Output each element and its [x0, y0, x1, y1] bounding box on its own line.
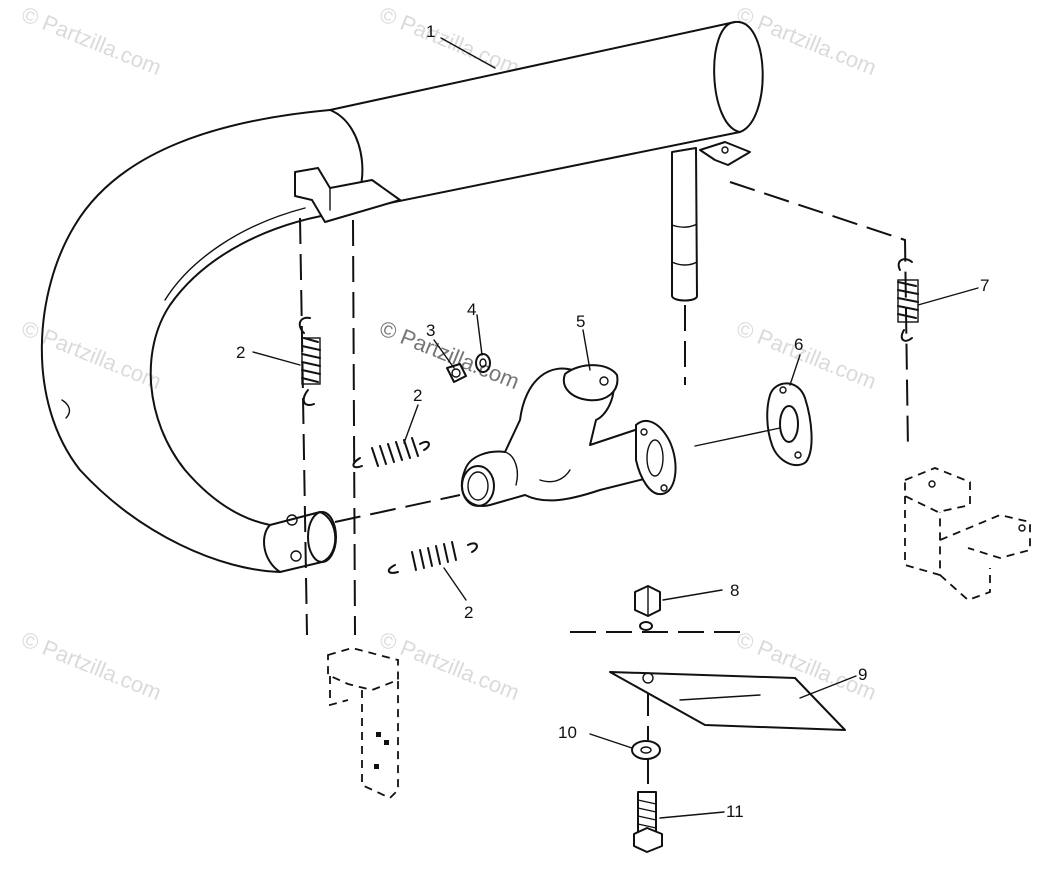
callouts: 1 2 2 2 3 4 5 6 7 8 9 10 11 — [236, 22, 989, 821]
gasket-part-6 — [766, 382, 813, 467]
callout-2-left: 2 — [236, 343, 245, 362]
frame-bracket-right — [904, 467, 1031, 602]
bolt-part-11 — [633, 791, 663, 853]
leader-lines — [252, 37, 979, 819]
callout-2-lower: 2 — [464, 603, 473, 622]
frame-bracket-left — [327, 647, 399, 800]
callout-8: 8 — [730, 581, 739, 600]
watermark-7: © Partzilla.com — [18, 626, 165, 705]
callout-4: 4 — [467, 300, 476, 319]
bolt-part-3 — [446, 363, 467, 383]
watermark-6: © Partzilla.com — [733, 315, 880, 394]
spring-2-lower — [387, 541, 478, 574]
nut-part-8 — [634, 585, 661, 631]
spring-7 — [897, 258, 919, 342]
callout-9: 9 — [858, 665, 867, 684]
watermark-1: © Partzilla.com — [18, 1, 165, 80]
manifold-part-5 — [460, 364, 677, 507]
spring-2-middle — [352, 437, 430, 469]
callout-1: 1 — [426, 22, 435, 41]
callout-6: 6 — [794, 335, 803, 354]
callout-2-middle: 2 — [413, 386, 422, 405]
muffler-part-1 — [40, 20, 764, 573]
plate-part-9 — [609, 671, 846, 731]
callout-7: 7 — [980, 276, 989, 295]
callout-5: 5 — [576, 312, 585, 331]
callout-11: 11 — [726, 802, 744, 821]
callout-3: 3 — [426, 321, 435, 340]
watermark-4: © Partzilla.com — [18, 315, 165, 394]
spring-2-left — [298, 316, 321, 406]
watermark-5: © Partzilla.com — [376, 315, 523, 394]
watermark-2: © Partzilla.com — [376, 1, 523, 80]
callout-10: 10 — [558, 723, 577, 742]
alignment-lines — [299, 181, 909, 792]
washer-part-4 — [475, 353, 491, 373]
washer-part-10 — [631, 740, 661, 760]
watermark-8: © Partzilla.com — [376, 626, 523, 705]
